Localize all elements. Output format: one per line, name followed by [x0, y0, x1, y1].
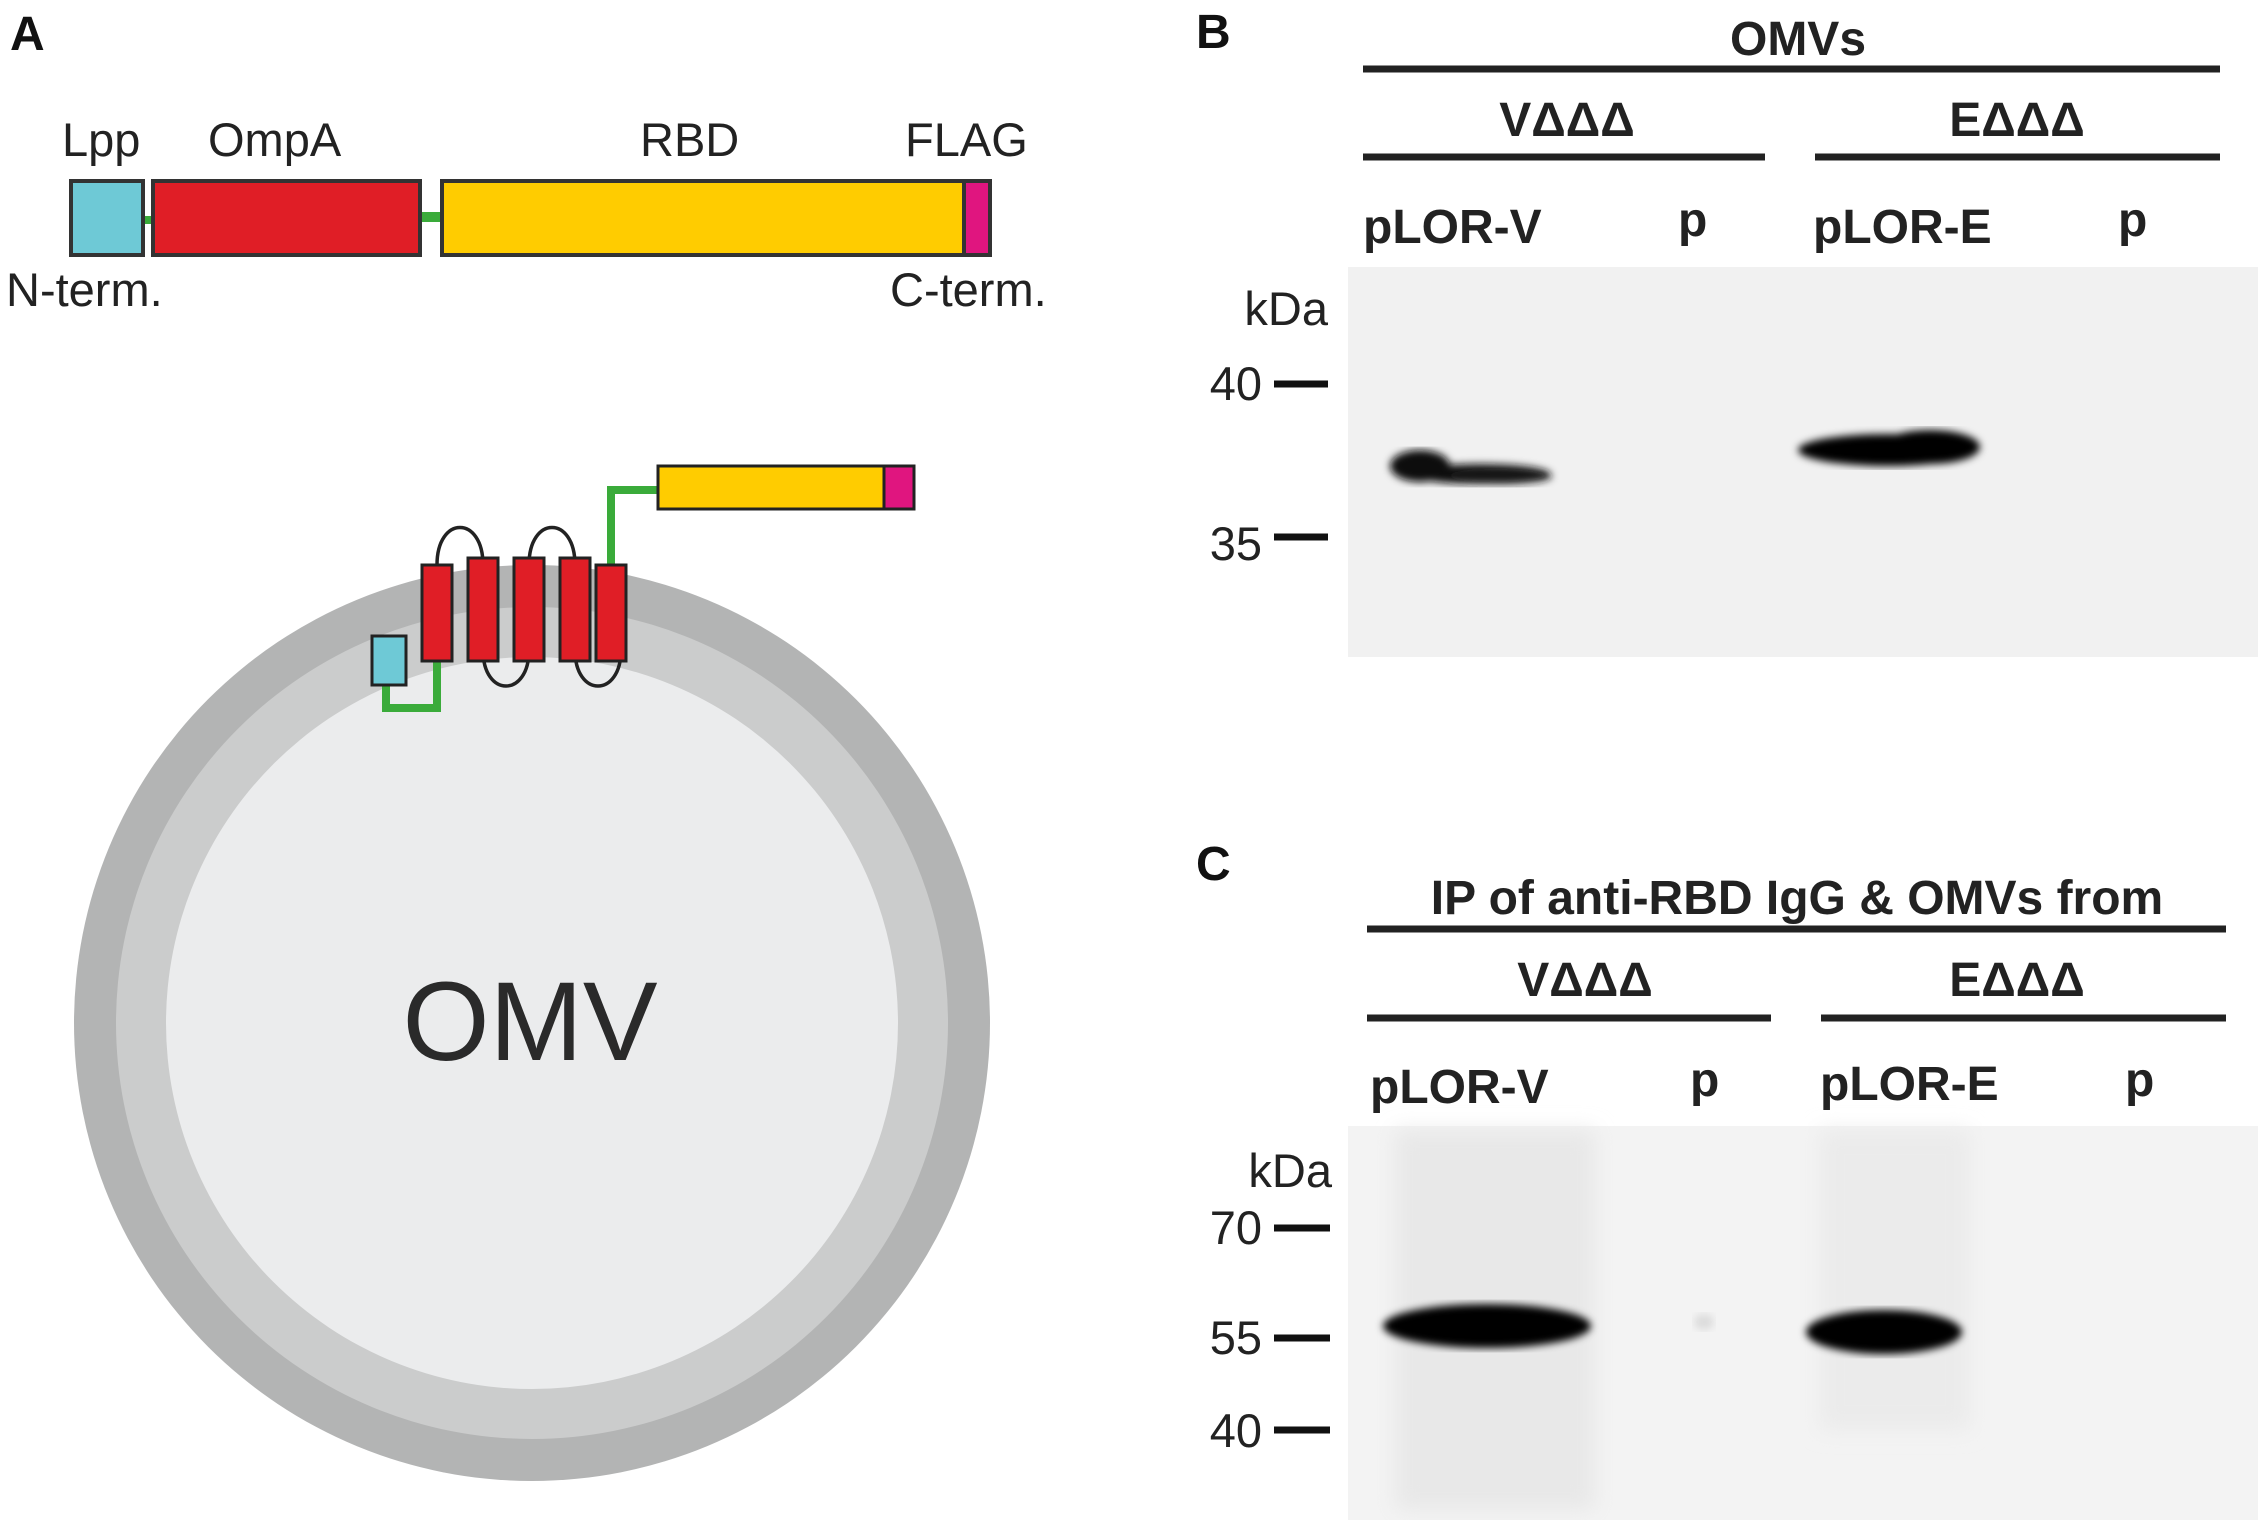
panel-c-marker-55: 55 — [1210, 1311, 1262, 1364]
panel-c-smear-lane-3 — [1820, 1130, 1970, 1430]
panel-b-lane-4: p — [2118, 194, 2147, 247]
panel-b-marker-40: 40 — [1210, 357, 1262, 410]
panel-c-band-lane-3 — [1806, 1310, 1962, 1354]
rbd-domain — [440, 179, 966, 257]
n-term-label: N-term. — [6, 263, 163, 316]
construct-diagram: Lpp OmpA RBD FLAG N-term. C-term. — [6, 113, 1047, 316]
panel-a-letter: A — [10, 8, 45, 61]
panel-c-letter: C — [1196, 838, 1231, 891]
panel-b-letter: B — [1196, 6, 1231, 59]
panel-c-strain-e: EΔΔΔ — [1949, 954, 2085, 1007]
panel-b-kda-label: kDa — [1244, 282, 1328, 335]
panel-b-band-lane-1 — [1390, 450, 1552, 484]
linker-lpp-ompa — [143, 216, 153, 224]
panel-c-kda-label: kDa — [1248, 1144, 1332, 1197]
extracellular-loop-1 — [435, 525, 485, 566]
extracellular-loop-2 — [527, 525, 577, 566]
membrane-protein — [370, 464, 916, 712]
vesicle-lumen — [166, 657, 898, 1389]
panel-b: B OMVs VΔΔΔ EΔΔΔ pLOR-V p pLOR-E p kDa 4… — [1196, 6, 2258, 657]
ompa-strand-1 — [420, 563, 454, 663]
rbd-linker — [607, 486, 658, 566]
panel-b-lane-3: pLOR-E — [1813, 201, 1992, 254]
lpp-label: Lpp — [62, 113, 140, 166]
panel-b-band-lane-3 — [1798, 430, 1980, 466]
linker-ompa-rbd — [420, 212, 442, 222]
panel-b-blot — [1348, 267, 2258, 657]
lpp-domain — [69, 179, 145, 257]
panel-c-lane-2: p — [1690, 1054, 1719, 1107]
panel-c-lane-1: pLOR-V — [1370, 1061, 1549, 1114]
panel-c-marker-40: 40 — [1210, 1404, 1262, 1457]
lpp-linker — [382, 662, 441, 712]
surface-rbd — [656, 464, 886, 511]
panel-b-strain-e: EΔΔΔ — [1949, 94, 2085, 147]
panel-c-marker-70: 70 — [1210, 1201, 1262, 1254]
ompa-label: OmpA — [208, 113, 342, 166]
panel-c-strain-v: VΔΔΔ — [1517, 954, 1653, 1007]
surface-flag — [882, 464, 916, 511]
panel-b-marker-35: 35 — [1210, 517, 1262, 570]
ompa-strand-2 — [466, 556, 500, 663]
ompa-strand-5 — [594, 563, 628, 663]
flag-label: FLAG — [905, 113, 1028, 166]
panel-a: A Lpp OmpA RBD FLAG N-term. C-term. OMV — [6, 8, 1047, 1481]
ompa-domain — [151, 179, 422, 257]
periplasmic-loop-2 — [573, 649, 623, 688]
panel-c-lane-4: p — [2125, 1054, 2154, 1107]
ompa-strand-3 — [512, 556, 546, 663]
panel-b-strain-v: VΔΔΔ — [1499, 94, 1635, 147]
panel-c-trace-lane-2 — [1694, 1314, 1714, 1330]
panel-b-lane-1: pLOR-V — [1363, 201, 1542, 254]
panel-c-lane-3: pLOR-E — [1820, 1058, 1999, 1111]
flag-tag — [962, 179, 992, 257]
panel-b-lane-2: p — [1678, 194, 1707, 247]
periplasmic-loop-1 — [481, 649, 531, 688]
panel-c-group-title: IP of anti-RBD IgG & OMVs from — [1431, 872, 2163, 925]
panel-c: C IP of anti-RBD IgG & OMVs from VΔΔΔ EΔ… — [1196, 838, 2258, 1520]
rbd-label: RBD — [640, 113, 739, 166]
omv-vesicle: OMV — [74, 464, 990, 1481]
c-term-label: C-term. — [890, 263, 1047, 316]
panel-c-band-lane-1 — [1383, 1304, 1591, 1348]
lpp-anchor — [370, 634, 408, 687]
panel-b-group-title: OMVs — [1730, 13, 1866, 66]
omv-label: OMV — [402, 959, 657, 1084]
ompa-strand-4 — [558, 556, 592, 663]
